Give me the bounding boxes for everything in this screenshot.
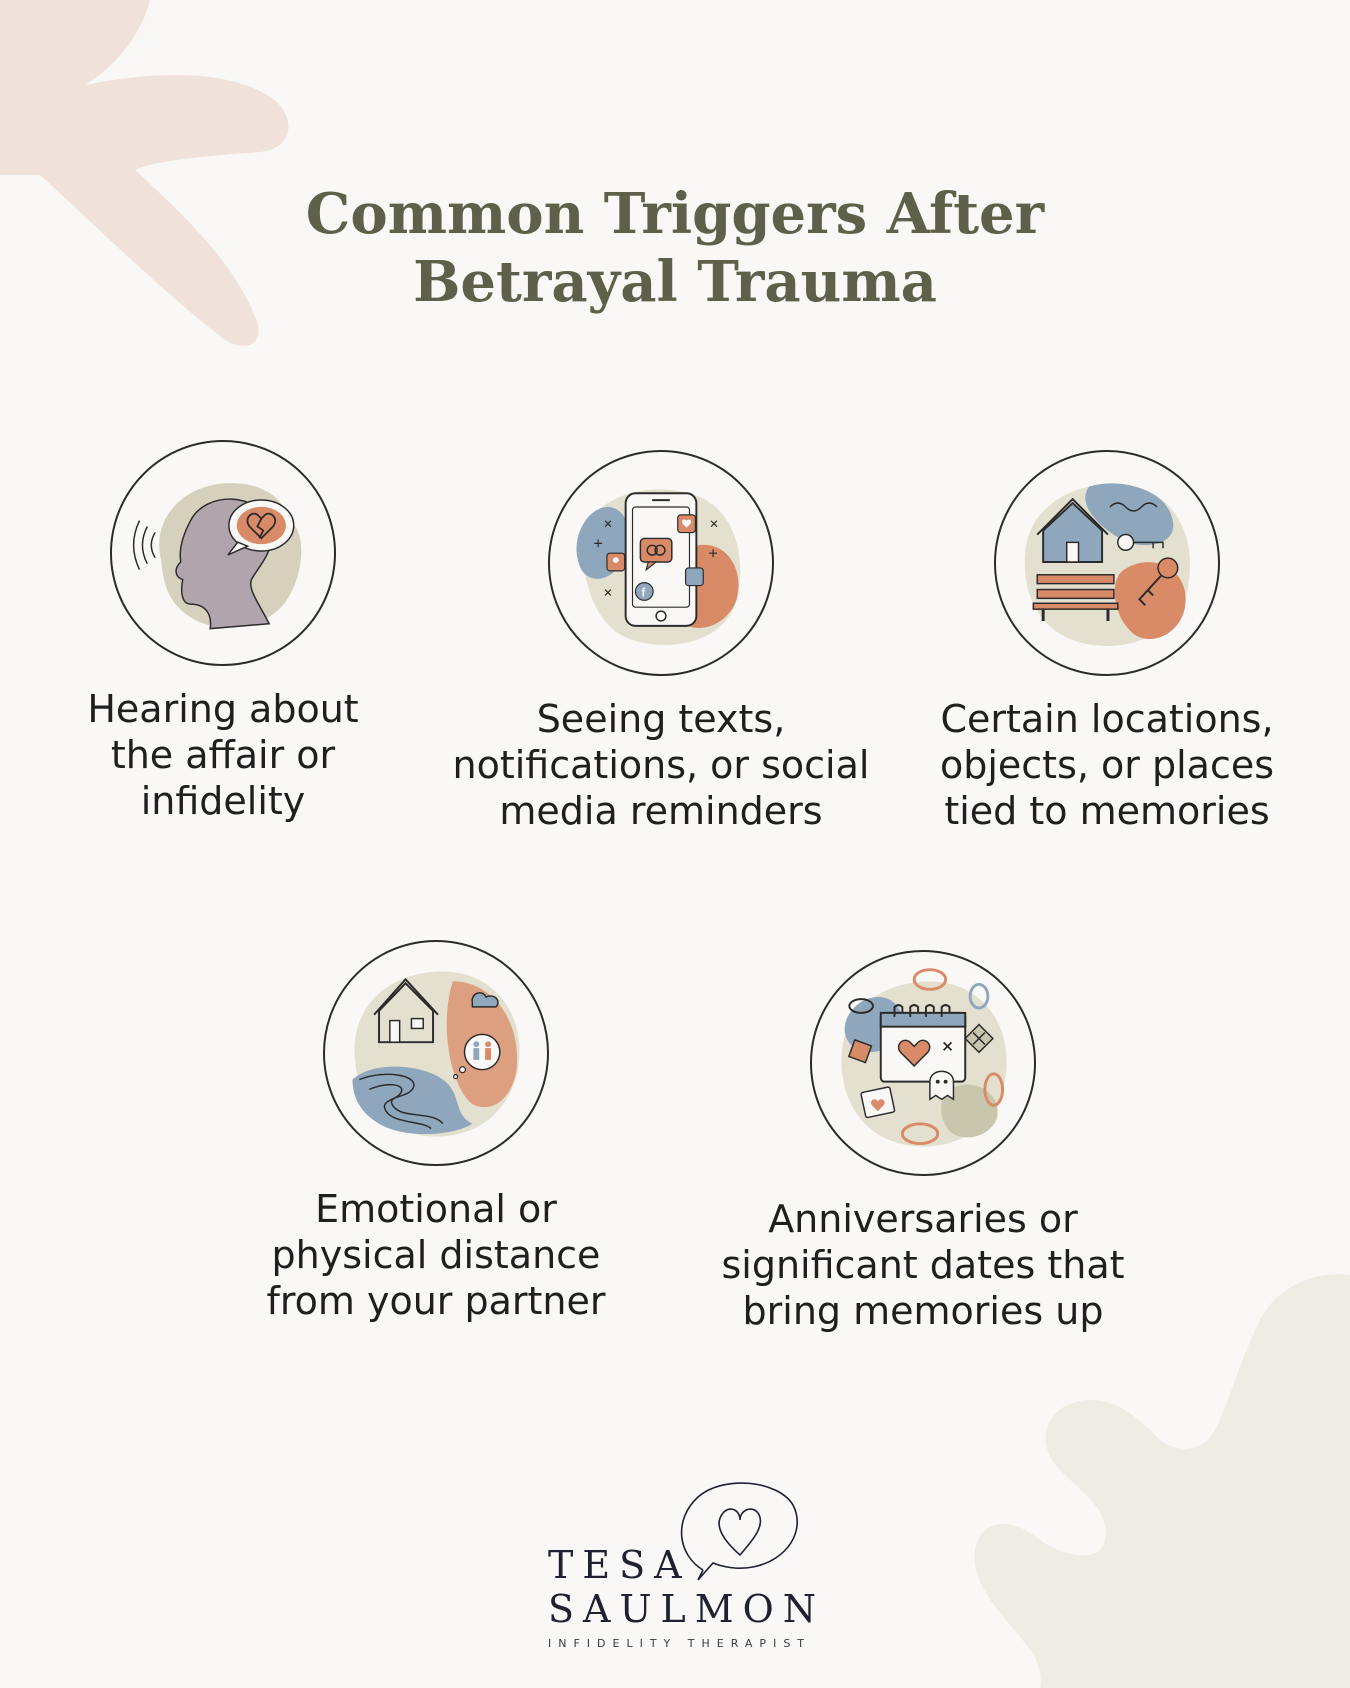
caption-line: Emotional or [315,1187,557,1231]
brand-first-name: TESA [548,1543,691,1587]
brand-tagline: INFIDELITY THERAPIST [548,1637,812,1650]
trigger-caption: Certain locations, objects, or places ti… [892,696,1322,834]
caption-line: objects, or places [939,743,1275,787]
caption-line: notifications, or social [452,743,870,787]
house-river-couple-icon [323,940,549,1166]
trigger-card-texts: f Seeing texts, notifications, or social… [446,450,876,834]
caption-line: bring memories up [742,1289,1104,1333]
caption-line: Certain locations, [940,697,1274,741]
trigger-card-hearing: Hearing about the affair or infidelity [8,440,438,824]
svg-text:f: f [641,586,645,599]
caption-line: tied to memories [944,789,1270,833]
caption-line: media reminders [499,789,823,833]
trigger-caption: Hearing about the affair or infidelity [8,686,438,824]
brand-logo: TESA SAULMON INFIDELITY THERAPIST [548,1475,848,1655]
head-heartbreak-icon [110,440,336,666]
trigger-card-locations: Certain locations, objects, or places ti… [892,450,1322,834]
heart-speech-bubble-icon [680,1482,798,1581]
caption-line: Hearing about [87,687,359,731]
title-line-2: Betrayal Trauma [413,249,937,315]
caption-line: Seeing texts, [536,697,786,741]
trigger-caption: Seeing texts, notifications, or social m… [446,696,876,834]
house-bench-keys-icon [994,450,1220,676]
trigger-card-distance: Emotional or physical distance from your… [221,940,651,1324]
caption-line: the affair or [110,733,336,777]
brand-last-name: SAULMON [548,1587,826,1631]
calendar-heart-icon [810,950,1036,1176]
caption-line: significant dates that [721,1243,1125,1287]
caption-line: infidelity [140,779,306,823]
caption-line: Anniversaries or [768,1197,1078,1241]
trigger-caption: Anniversaries or significant dates that … [708,1196,1138,1334]
caption-line: physical distance [271,1233,601,1277]
page-title: Common Triggers After Betrayal Trauma [0,180,1350,316]
trigger-card-anniversaries: Anniversaries or significant dates that … [708,950,1138,1334]
trigger-caption: Emotional or physical distance from your… [221,1186,651,1324]
phone-notifications-icon: f [548,450,774,676]
title-line-1: Common Triggers After [305,181,1045,247]
caption-line: from your partner [266,1279,606,1323]
